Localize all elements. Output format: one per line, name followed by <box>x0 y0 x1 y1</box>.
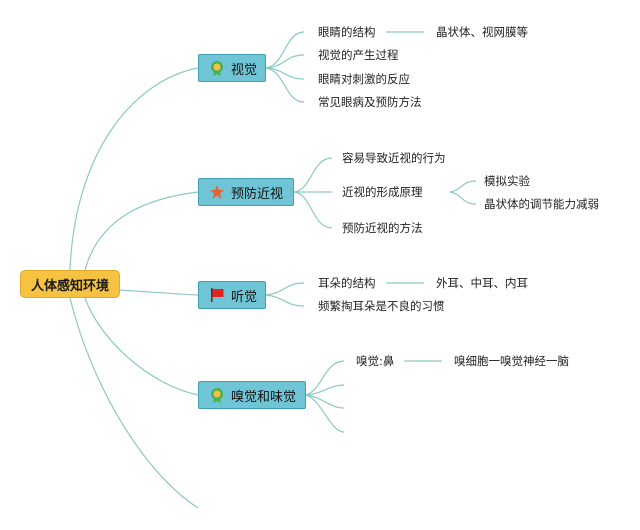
vision-detail[interactable]: 晶状体、视网膜等 <box>436 25 528 39</box>
root-topic-label: 人体感知环境 <box>30 278 109 294</box>
topic-myopia[interactable]: 预防近视 <box>198 178 294 206</box>
vision-child-2[interactable]: 视觉的产生过程 <box>318 48 399 62</box>
hearing-child-2[interactable]: 频繁掏耳朵是不良的习惯 <box>318 299 445 313</box>
vision-child-4[interactable]: 常见眼病及预防方法 <box>318 95 422 109</box>
myopia-sub-1[interactable]: 模拟实验 <box>484 174 530 188</box>
topic-hearing-label: 听觉 <box>231 289 258 305</box>
vision-child-3[interactable]: 眼睛对刺激的反应 <box>318 72 410 86</box>
smell-child-1[interactable]: 嗅觉:鼻 <box>356 354 395 368</box>
topic-vision-label: 视觉 <box>231 62 258 78</box>
myopia-child-2[interactable]: 近视的形成原理 <box>342 185 423 199</box>
smell-detail[interactable]: 嗅细胞一嗅觉神经一脑 <box>454 354 569 368</box>
award-badge-icon <box>209 387 225 403</box>
vision-child-1[interactable]: 眼睛的结构 <box>318 25 376 39</box>
red-flag-icon <box>209 287 225 303</box>
topic-hearing[interactable]: 听觉 <box>198 281 266 309</box>
myopia-sub-2[interactable]: 晶状体的调节能力减弱 <box>484 197 599 211</box>
topic-smell-taste[interactable]: 嗅觉和味觉 <box>198 381 306 409</box>
topic-vision[interactable]: 视觉 <box>198 54 266 82</box>
myopia-child-3[interactable]: 预防近视的方法 <box>342 221 423 235</box>
award-badge-icon <box>209 60 225 76</box>
myopia-child-1[interactable]: 容易导致近视的行为 <box>342 151 446 165</box>
star-icon <box>209 184 225 200</box>
hearing-child-1[interactable]: 耳朵的结构 <box>318 276 376 290</box>
hearing-detail[interactable]: 外耳、中耳、内耳 <box>436 276 528 290</box>
root-topic[interactable]: 人体感知环境 <box>20 270 120 298</box>
topic-smell-taste-label: 嗅觉和味觉 <box>231 389 297 405</box>
topic-myopia-label: 预防近视 <box>231 186 284 202</box>
